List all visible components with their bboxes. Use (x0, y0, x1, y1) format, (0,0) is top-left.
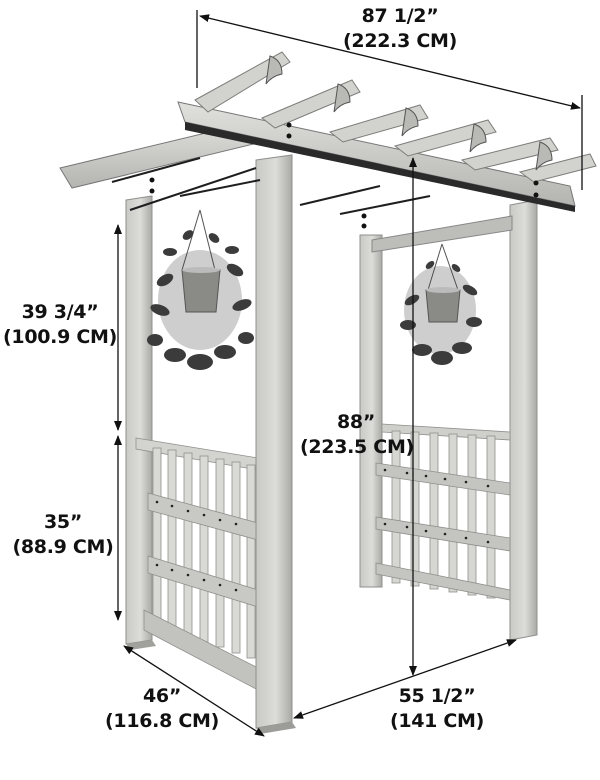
left-hanging-planter (147, 209, 254, 370)
overall-width-imperial: 87 1/2” (361, 5, 439, 27)
overall-width-label: 87 1/2” (222.3 CM) (330, 4, 470, 54)
back-right-post (509, 199, 538, 641)
inner-width-label: 55 1/2” (141 CM) (382, 684, 492, 734)
right-hanging-planter (400, 243, 482, 365)
upper-opening-height-label: 39 3/4” (100.9 CM) (2, 300, 118, 350)
front-left-post (125, 195, 156, 650)
upper-opening-height-imperial: 39 3/4” (21, 301, 99, 323)
depth-metric: (116.8 CM) (105, 710, 219, 732)
front-right-post (255, 154, 296, 734)
overall-width-metric: (222.3 CM) (343, 30, 457, 52)
inner-width-metric: (141 CM) (389, 710, 485, 732)
panel-height-label: 35” (88.9 CM) (10, 510, 116, 560)
pergola-roof (59, 51, 597, 229)
overall-height-label: 88” (223.5 CM) (300, 410, 414, 460)
overall-height-metric: (223.5 CM) (300, 436, 414, 458)
back-left-post (359, 234, 383, 588)
overall-height-imperial: 88” (336, 411, 376, 433)
panel-height-metric: (88.9 CM) (12, 536, 114, 558)
upper-opening-height-metric: (100.9 CM) (3, 326, 117, 348)
inner-width-imperial: 55 1/2” (398, 685, 476, 707)
back-crossbeam (371, 215, 513, 253)
depth-imperial: 46” (142, 685, 182, 707)
dimension-lines (114, 10, 583, 737)
depth-label: 46” (116.8 CM) (104, 684, 220, 734)
panel-height-imperial: 35” (43, 511, 83, 533)
left-trellis-panel (135, 437, 259, 691)
